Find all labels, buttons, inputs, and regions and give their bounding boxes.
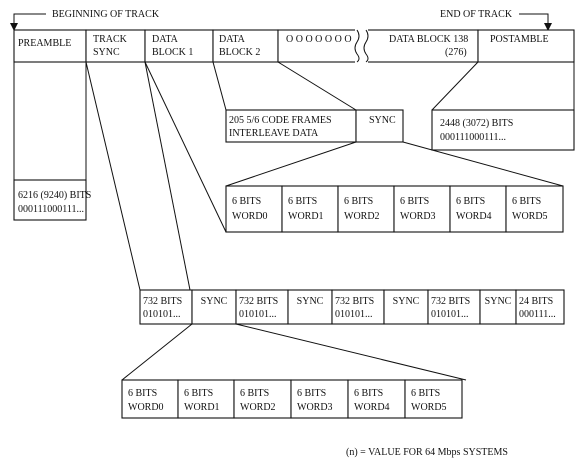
track-sync-word-text-5-1: WORD5 — [411, 402, 447, 413]
data-block-1-label-2: BLOCK 1 — [152, 47, 193, 58]
sync-word-text-1-1: WORD1 — [288, 211, 324, 222]
track-sync-segment-box-8 — [515, 289, 565, 325]
track-sync-word-text-3-0: 6 BITS — [297, 388, 326, 399]
connector-lines — [13, 61, 575, 381]
sync-word-text-1-0: 6 BITS — [288, 196, 317, 207]
sync-word-text-2-0: 6 BITS — [344, 196, 373, 207]
data-block-detail: 205 5/6 CODE FRAMES INTERLEAVE DATA SYNC… — [225, 109, 575, 151]
data-block-2-label-1: DATA — [219, 34, 246, 45]
track-bar: PREAMBLE TRACK SYNC DATA BLOCK 1 DATA BL… — [13, 29, 575, 63]
track-sync-segment-text-3-0: SYNC — [297, 296, 324, 307]
code-frames-line-1: 205 5/6 CODE FRAMES — [229, 115, 332, 126]
preamble-detail-line-1: 6216 (9240) BITS — [18, 190, 91, 201]
postamble-bits-line-1: 2448 (3072) BITS — [440, 118, 513, 129]
track-sync-segment-text-4-0: 732 BITS — [335, 296, 374, 307]
track-sync-word-text-2-1: WORD2 — [240, 402, 276, 413]
data-block-2-label-2: BLOCK 2 — [219, 47, 260, 58]
sync-word-text-0-1: WORD0 — [232, 211, 268, 222]
code-frames-box — [225, 109, 357, 143]
preamble-detail: 6216 (9240) BITS 000111000111... — [13, 179, 91, 221]
track-sync-label-2: SYNC — [93, 47, 120, 58]
track-sync-word-box-4 — [347, 379, 406, 419]
ellipsis-label: O O O O O O O — [286, 34, 352, 45]
sync-word-box-5 — [505, 185, 564, 233]
sync-word-text-5-0: 6 BITS — [512, 196, 541, 207]
track-sync-segment-text-6-1: 010101... — [431, 309, 469, 320]
track-sync-segment-text-8-1: 000111... — [519, 309, 556, 320]
preamble-detail-line-2: 000111000111... — [18, 204, 84, 215]
sync-words-row: 6 BITS WORD0 6 BITS WORD1 6 BITS WORD2 6 BITS W… — [225, 185, 564, 233]
track-sync-words-row: 6 BITS WORD0 6 BITS WORD1 6 BITS WORD2 6 BITS W… — [121, 379, 463, 419]
track-sync-row: 732 BITS 010101... SYNC 732 BITS 010101... SY… — [139, 289, 565, 325]
data-block-2-cell — [212, 29, 279, 63]
track-sync-word-text-1-1: WORD1 — [184, 402, 220, 413]
postamble-cell — [477, 29, 575, 63]
sync-word-box-1 — [281, 185, 339, 233]
beginning-of-track-label: BEGINNING OF TRACK — [52, 9, 160, 20]
sync-word-text-0-0: 6 BITS — [232, 196, 261, 207]
track-sync-segment-text-2-1: 010101... — [239, 309, 277, 320]
track-sync-word-text-4-0: 6 BITS — [354, 388, 383, 399]
end-of-track-label: END OF TRACK — [440, 9, 513, 20]
ellipsis-cell — [277, 29, 358, 63]
track-sync-segment-text-6-0: 732 BITS — [431, 296, 470, 307]
track-sync-segment-text-4-1: 010101... — [335, 309, 373, 320]
track-sync-segment-text-7-0: SYNC — [485, 296, 512, 307]
block-sync-box — [355, 109, 404, 143]
track-sync-segment-text-8-0: 24 BITS — [519, 296, 553, 307]
track-sync-word-text-3-1: WORD3 — [297, 402, 333, 413]
preamble-label: PREAMBLE — [18, 38, 71, 49]
beginning-of-track-arrow — [10, 13, 46, 31]
sync-word-box-0 — [225, 185, 283, 233]
track-sync-segment-box-4 — [331, 289, 385, 325]
track-sync-word-text-2-0: 6 BITS — [240, 388, 269, 399]
track-sync-segment-box-3 — [287, 289, 333, 325]
postamble-bits-box — [431, 109, 575, 151]
sync-word-text-3-1: WORD3 — [400, 211, 436, 222]
track-sync-segment-box-6 — [427, 289, 481, 325]
sync-word-text-4-0: 6 BITS — [456, 196, 485, 207]
track-sync-word-box-0 — [121, 379, 179, 419]
data-block-1-cell — [144, 29, 214, 63]
data-block-1-label-1: DATA — [152, 34, 179, 45]
track-sync-segment-box-7 — [479, 289, 517, 325]
block-sync-label: SYNC — [369, 115, 396, 126]
track-sync-word-box-2 — [233, 379, 292, 419]
track-sync-word-text-5-0: 6 BITS — [411, 388, 440, 399]
sync-word-box-4 — [449, 185, 507, 233]
code-frames-line-2: INTERLEAVE DATA — [229, 128, 319, 139]
footnote: (n) = VALUE FOR 64 Mbps SYSTEMS — [346, 447, 508, 458]
track-sync-segment-text-0-1: 010101... — [143, 309, 181, 320]
track-sync-segment-text-5-0: SYNC — [393, 296, 420, 307]
track-sync-segment-box-0 — [139, 289, 193, 325]
postamble-bits-line-2: 000111000111... — [440, 132, 506, 143]
track-sync-word-text-0-1: WORD0 — [128, 402, 164, 413]
track-sync-segment-text-2-0: 732 BITS — [239, 296, 278, 307]
track-sync-cell — [85, 29, 146, 63]
track-sync-segment-box-2 — [235, 289, 289, 325]
sync-word-box-2 — [337, 185, 395, 233]
end-of-track-arrow — [519, 13, 552, 31]
bar-break — [354, 28, 369, 64]
postamble-label: POSTAMBLE — [490, 34, 549, 45]
preamble-detail-box — [13, 179, 87, 221]
data-block-138-label-2: (276) — [445, 47, 467, 58]
track-sync-word-text-1-0: 6 BITS — [184, 388, 213, 399]
sync-word-text-5-1: WORD5 — [512, 211, 548, 222]
data-block-138-label-1: DATA BLOCK 138 — [389, 34, 468, 45]
track-sync-label-1: TRACK — [93, 34, 128, 45]
track-sync-word-box-5 — [404, 379, 463, 419]
track-sync-segment-text-0-0: 732 BITS — [143, 296, 182, 307]
track-sync-word-text-4-1: WORD4 — [354, 402, 390, 413]
track-sync-segment-text-1-0: SYNC — [201, 296, 228, 307]
sync-word-box-3 — [393, 185, 451, 233]
track-sync-word-text-0-0: 6 BITS — [128, 388, 157, 399]
sync-word-text-2-1: WORD2 — [344, 211, 380, 222]
sync-word-text-4-1: WORD4 — [456, 211, 492, 222]
track-sync-segment-box-5 — [383, 289, 429, 325]
sync-word-text-3-0: 6 BITS — [400, 196, 429, 207]
